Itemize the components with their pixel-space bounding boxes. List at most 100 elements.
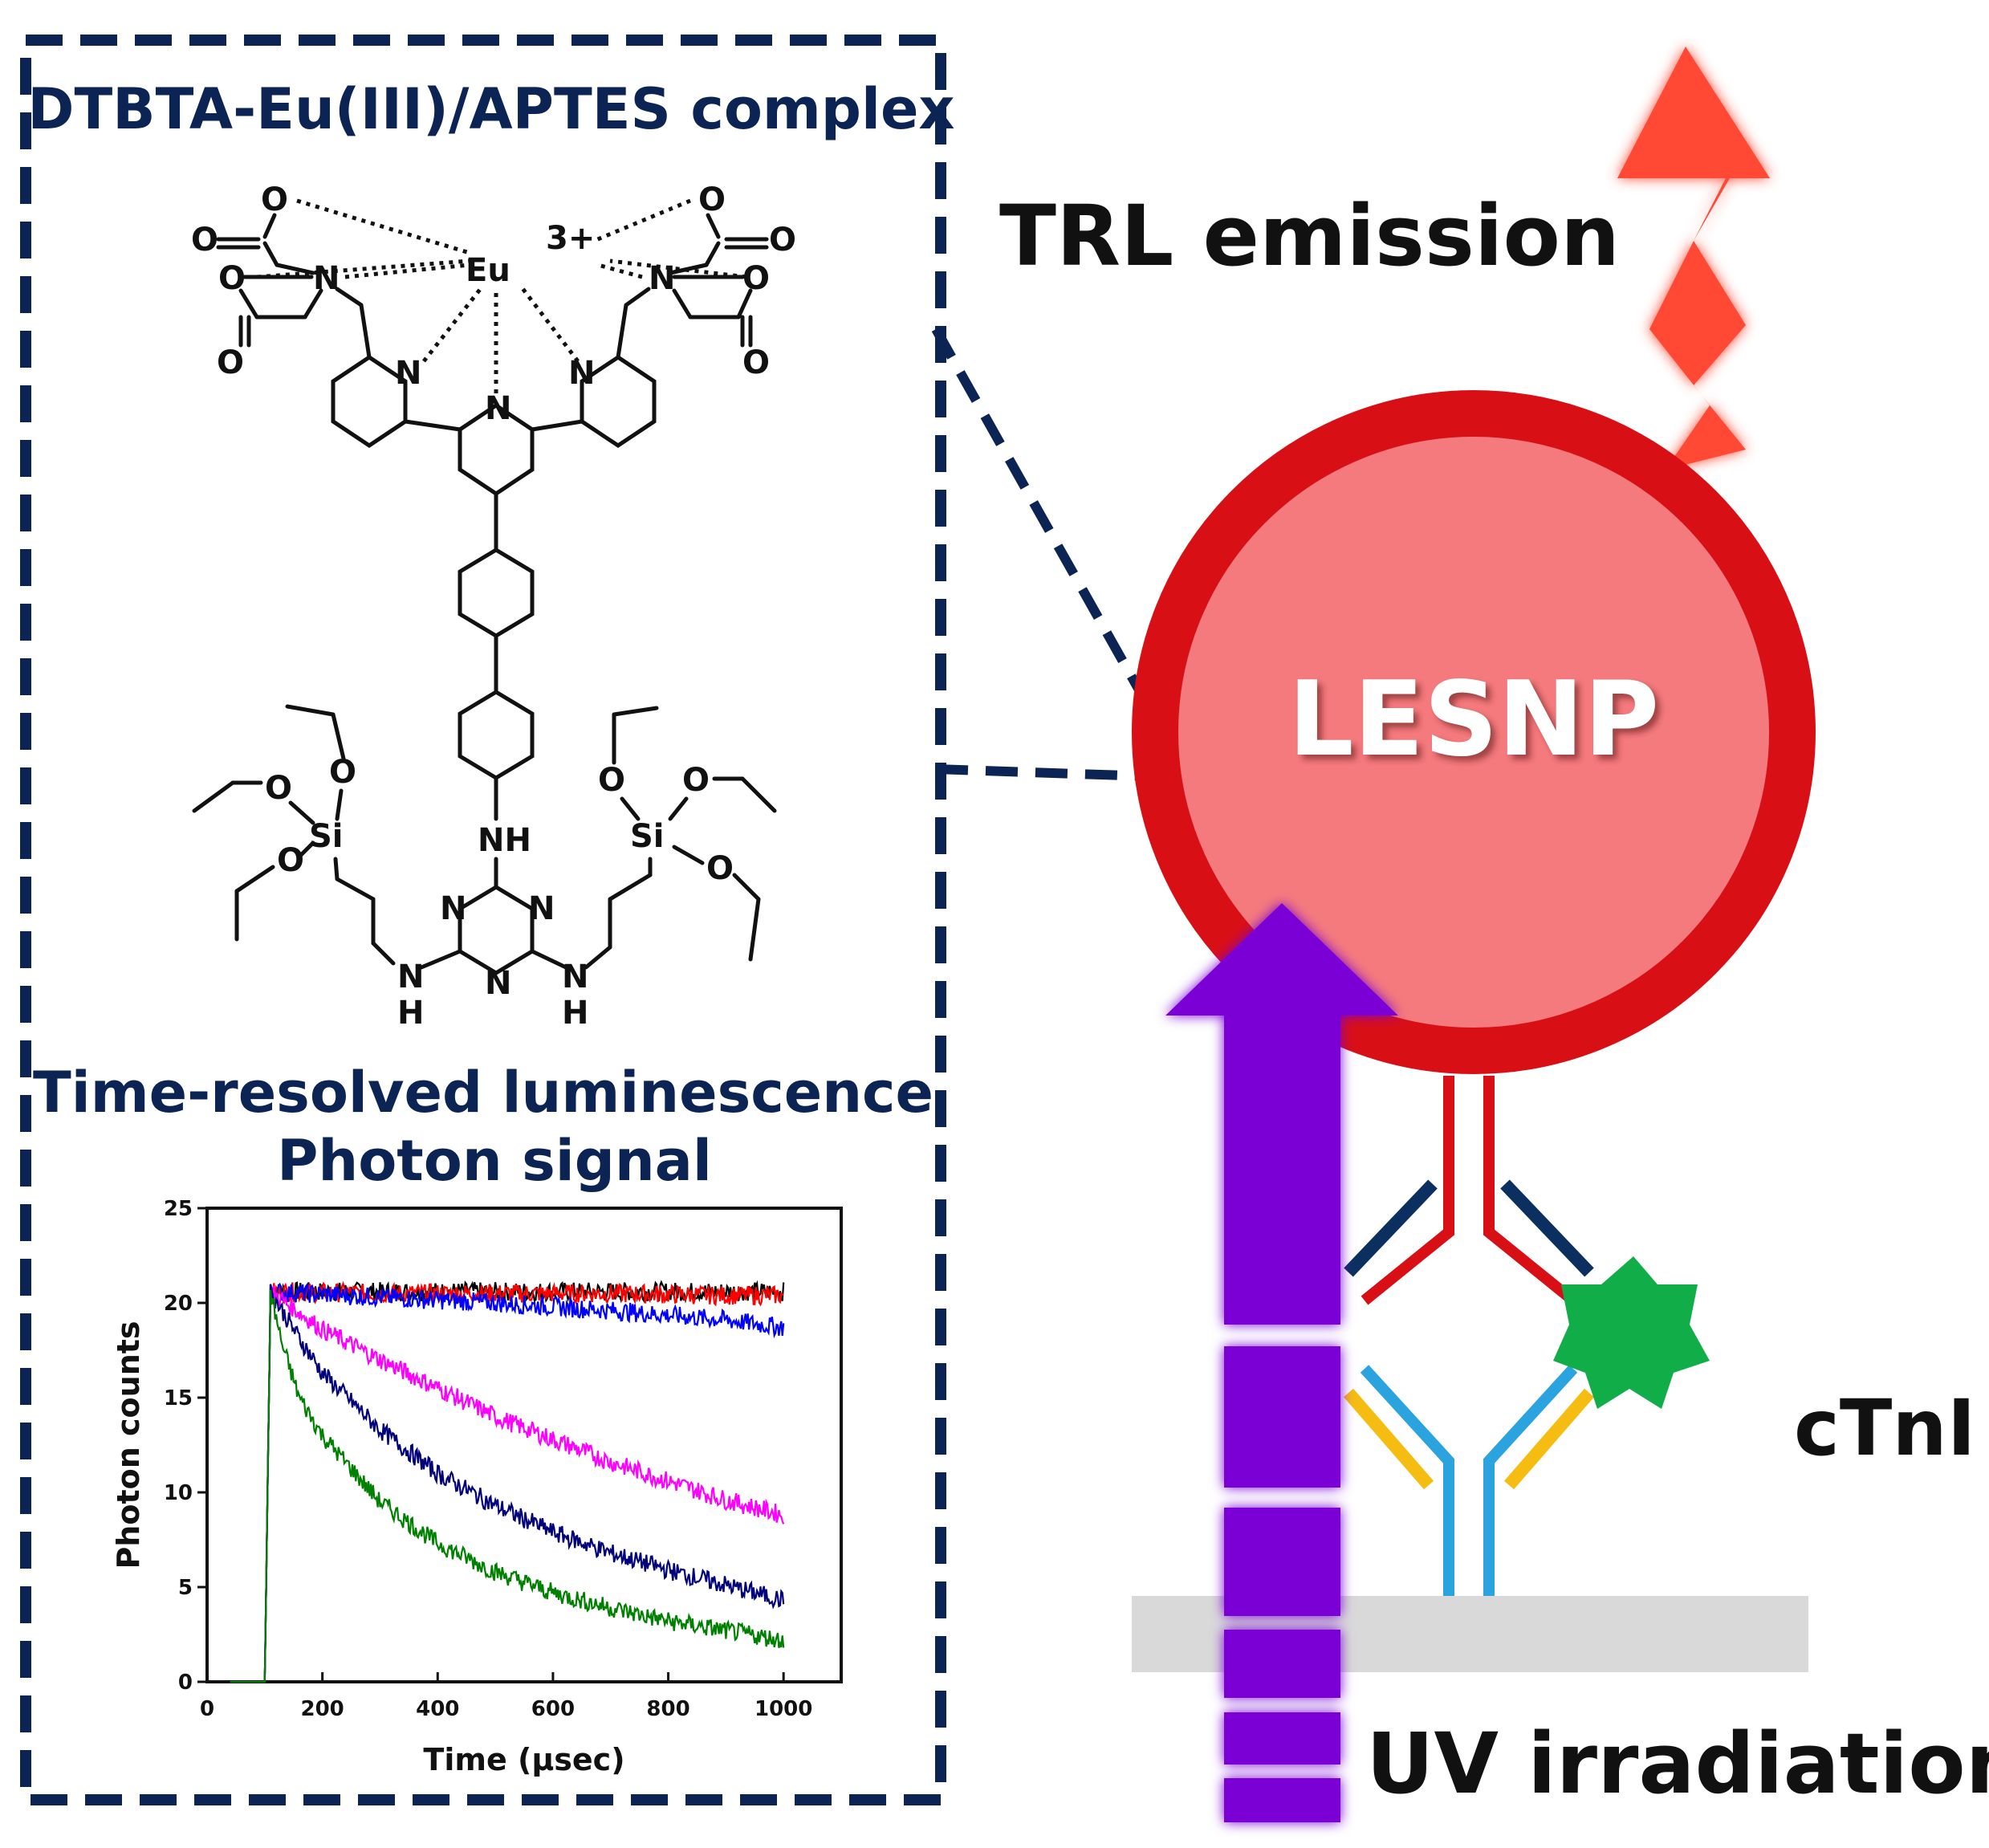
atom-h: H (562, 995, 588, 1032)
bond (704, 241, 721, 267)
y-tick-label: 20 (164, 1292, 193, 1316)
series-line-1 (230, 1280, 785, 1683)
x-axis-label: Time (μsec) (423, 1742, 624, 1777)
eu-ion-label: Eu (466, 252, 510, 289)
bond (262, 241, 279, 267)
atom-h: H (397, 995, 424, 1032)
y-axis-label: Photon counts (111, 1321, 146, 1569)
atom-o: O (598, 762, 625, 799)
photon-signal-title: Photon signal (277, 1128, 712, 1194)
series-line-2 (230, 1280, 784, 1683)
bond (234, 865, 275, 893)
series-line-5 (230, 1284, 785, 1683)
bond (262, 213, 277, 239)
series-line-6 (230, 1289, 785, 1683)
atom-n: N (395, 355, 421, 392)
bond (530, 419, 584, 432)
bond (285, 704, 336, 717)
coord-bond (296, 198, 470, 255)
phenyl-ring-lower (458, 690, 535, 780)
atom-n: N (313, 260, 340, 297)
x-tick-label: 600 (531, 1697, 575, 1721)
coord-bond (593, 198, 691, 243)
tr-luminescence-title: Time-resolved luminescence (33, 1060, 933, 1125)
atom-nh: NH (478, 822, 531, 859)
uv-irradiation-arrow (1165, 903, 1398, 1822)
lesnp-nanoparticle (1132, 390, 1816, 1074)
capture-antibody (1343, 1365, 1595, 1596)
bond (706, 213, 721, 239)
x-tick-label: 0 (200, 1697, 214, 1721)
ctni-analyte (1553, 1256, 1710, 1409)
bond (333, 857, 340, 881)
coord-bond (609, 258, 747, 279)
bond (288, 800, 315, 825)
x-tick-label: 800 (646, 1697, 689, 1721)
plot-frame (205, 1207, 843, 1683)
triazine-ring (458, 885, 535, 975)
atom-si: Si (309, 818, 344, 855)
trl-emission-arrow (1617, 47, 1770, 470)
bond (620, 796, 641, 821)
bond (736, 288, 753, 320)
atom-o: O (698, 181, 726, 218)
dtbta-eu-molecule: Eu 3+ O O N O O O O (191, 181, 796, 1032)
bond (335, 877, 376, 902)
y-tick-label: 10 (164, 1481, 193, 1505)
series-line-3 (230, 1282, 785, 1683)
atom-n: N (485, 390, 511, 427)
bond (335, 788, 344, 821)
bond (299, 841, 315, 857)
bond (732, 873, 761, 902)
atom-n: N (649, 260, 675, 297)
atom-si: Si (630, 818, 665, 855)
atom-o: O (706, 850, 734, 887)
x-tick-label: 200 (300, 1697, 344, 1721)
eu-charge-label: 3+ (546, 220, 595, 257)
phenyl-ring-upper (458, 547, 535, 638)
bond (275, 263, 315, 275)
bond (238, 288, 259, 320)
bond (359, 303, 372, 360)
bond (672, 845, 705, 865)
bond (303, 288, 323, 320)
panel-title: DTBTA-Eu(III)/APTES complex (27, 76, 954, 142)
coord-bond (520, 286, 580, 363)
atom-n: N (568, 355, 595, 392)
bond (624, 287, 651, 307)
atom-o: O (769, 222, 796, 258)
bond (584, 945, 612, 970)
bond (419, 949, 462, 970)
atom-n: N (397, 959, 424, 995)
coord-bond (344, 263, 470, 279)
bond (616, 303, 628, 360)
lesnp-label: LESNP (1288, 660, 1659, 779)
bond (612, 706, 659, 717)
coord-bond (256, 258, 470, 279)
ctni-label: cTnI (1794, 1383, 1975, 1473)
coord-bond (422, 286, 483, 363)
atom-n: N (485, 965, 511, 1002)
atom-o: O (265, 770, 292, 807)
atom-o: O (742, 344, 770, 381)
bond (668, 263, 709, 275)
detection-antibody (1344, 1076, 1594, 1305)
atom-o: O (682, 762, 710, 799)
y-tick-label: 5 (178, 1576, 193, 1600)
bond (608, 873, 653, 902)
bond (668, 796, 689, 821)
bond (403, 419, 462, 432)
atom-o: O (277, 842, 304, 879)
bond (530, 949, 568, 970)
x-tick-label: 400 (416, 1697, 459, 1721)
atom-o: O (191, 222, 218, 258)
atom-n: N (562, 959, 588, 995)
atom-n: N (440, 890, 466, 927)
atom-o: O (742, 260, 770, 297)
series-line-4 (230, 1285, 785, 1683)
uv-irradiation-label: UV irradiation (1366, 1715, 1989, 1813)
bond (672, 288, 693, 320)
y-tick-label: 25 (164, 1197, 193, 1221)
